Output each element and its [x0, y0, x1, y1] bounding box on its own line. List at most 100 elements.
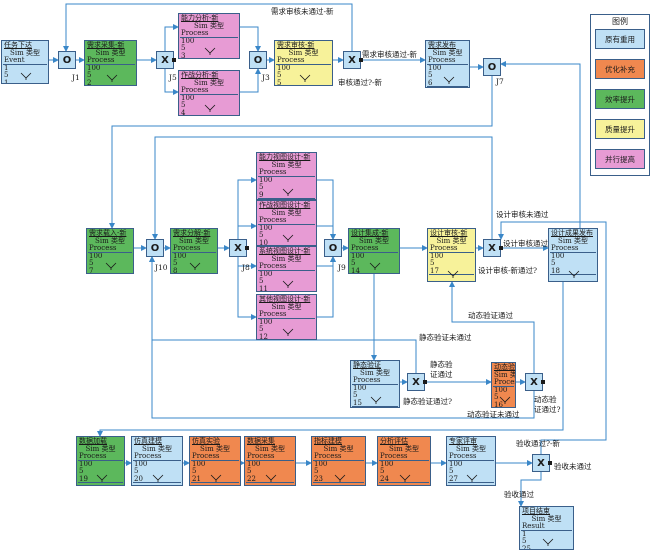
gate-j9[interactable]: O [324, 239, 342, 257]
node-corner-icon [299, 74, 310, 82]
edge-label-static-verify-fail: 静态验证未通过 [419, 333, 472, 342]
gate-design-review[interactable]: X [483, 239, 503, 257]
edge-label-req-review-fail: 需求审核未通过-新 [271, 7, 334, 16]
node-ops-analysis[interactable]: 作战分析-新 Sim 类型 Process 100 5 4 [178, 70, 240, 116]
node-data-collect[interactable]: 数据采集 Sim 类型 Process 100 5 22 [244, 436, 296, 486]
node-req-decomp[interactable]: 需求分解-新 Sim 类型 Process 100 5 8 [170, 228, 218, 274]
edge-label-design-review-pass: 设计审核通过 [503, 239, 548, 248]
legend-item-parallel: 并行提高 [595, 149, 645, 169]
node-corner-icon [265, 474, 277, 482]
gate-j7[interactable]: O [483, 58, 501, 76]
node-corner-icon [542, 538, 553, 546]
legend-title: 图例 [612, 17, 628, 26]
gate-dot-icon [172, 58, 176, 62]
gate-dot-icon [423, 380, 427, 384]
node-corner-icon [152, 474, 164, 482]
node-cap-view-design[interactable]: 能力视图设计-新 Sim 类型 Process 100 5 9 [256, 152, 317, 200]
node-corner-icon [369, 262, 381, 270]
node-project-end[interactable]: 项目结束 Sim 类型 Result 1 5 25 [519, 506, 574, 550]
edge-label-dyn-verify-fail: 动态验证未通过 [467, 410, 520, 419]
node-corner-icon [370, 396, 382, 404]
edge-label-accept-fail: 验收未通过 [554, 462, 592, 471]
edge-label-static-verify-pass-a: 静态验 [430, 360, 453, 369]
node-task-issue[interactable]: 任务下达 Sim 类型 Event 1 5 1 [1, 40, 49, 84]
node-req-collect[interactable]: 需求采集-新 Sim 类型 Process 100 5 2 [84, 40, 137, 86]
gate-dot-icon [245, 246, 249, 250]
node-corner-icon [105, 262, 117, 270]
node-corner-icon [334, 474, 345, 482]
edge-label-req-review-q: 审核通过?-新 [338, 78, 383, 87]
edge-label-static-verify-pass-b: 证通过 [430, 370, 453, 379]
node-ops-view-design[interactable]: 作战视图设计-新 Sim 类型 Process 100 5 10 [256, 200, 317, 246]
node-expert-review[interactable]: 专家评审 Sim 类型 Process 100 5 27 [446, 436, 496, 486]
node-design-review[interactable]: 设计审核-新 Sim 类型 Process 100 5 17 [427, 228, 476, 282]
node-corner-icon [189, 262, 201, 270]
node-corner-icon [204, 104, 216, 112]
legend-item-reuse: 原有重用 [595, 29, 645, 49]
edge-label-design-review-q: 设计审核-新通过? [478, 266, 538, 275]
node-req-publish[interactable]: 需求发布 Sim 类型 Process 100 5 6 [425, 40, 470, 88]
node-corner-icon [282, 234, 293, 242]
node-corner-icon [568, 270, 580, 278]
gate-j8[interactable]: X [229, 239, 249, 257]
node-design-integration[interactable]: 设计集成-新 Sim 类型 Process 100 5 14 [348, 228, 400, 274]
gate-label-j7: J7 [496, 77, 504, 86]
node-sys-view-design[interactable]: 系统视图设计-新 Sim 类型 Process 100 5 11 [256, 246, 317, 292]
gate-req-review[interactable]: X [343, 51, 363, 69]
gate-label-j1: J1 [72, 73, 80, 82]
edge-label-req-review-pass: 需求审核通过-新 [362, 50, 418, 59]
gate-static-verify[interactable]: X [407, 373, 427, 391]
gate-label-j8: J8 [242, 263, 250, 272]
gate-j10[interactable]: O [146, 239, 164, 257]
node-corner-icon [399, 474, 411, 482]
node-other-view-design[interactable]: 其他视图设计-新 Sim 类型 Process 100 5 12 [256, 294, 317, 340]
gate-j1[interactable]: O [58, 51, 76, 69]
node-data-load[interactable]: 数据加载 Sim 类型 Process 100 5 19 [76, 436, 125, 486]
legend: 图例 原有重用 优化补充 效率提升 质量提升 并行提高 [590, 14, 650, 176]
node-corner-icon [282, 328, 293, 336]
node-req-import[interactable]: 需求载入-新 Sim 类型 Process 100 5 7 [86, 228, 134, 274]
node-index-modeling[interactable]: 指标建模 Sim 类型 Process 100 5 23 [311, 436, 366, 486]
legend-item-optimize: 优化补充 [595, 59, 645, 79]
node-corner-icon [20, 72, 32, 80]
node-corner-icon [466, 474, 478, 482]
gate-j3[interactable]: O [249, 51, 267, 69]
node-corner-icon [96, 474, 107, 482]
node-corner-icon [106, 74, 117, 82]
gate-j5[interactable]: X [156, 51, 176, 69]
node-corner-icon [282, 280, 293, 288]
legend-item-quality: 质量提升 [595, 119, 645, 139]
node-corner-icon [210, 474, 222, 482]
node-sim-experiment[interactable]: 仿真实验 Sim 类型 Process 100 5 21 [189, 436, 241, 486]
edge-label-dyn-verify-q-b: 证通过? [534, 405, 561, 414]
node-analysis-eval[interactable]: 分析评估 Sim 类型 Process 100 5 24 [377, 436, 431, 486]
legend-item-efficiency: 效率提升 [595, 89, 645, 109]
edge-label-static-verify-q: 静态验证通过? [403, 397, 453, 406]
edge-label-accept-pass: 验收通过 [504, 490, 534, 499]
node-dynamic-verify[interactable]: 动态验证 Sim 类型 Process 100 5 16 [491, 362, 516, 408]
gate-label-j3: J3 [262, 73, 270, 82]
gate-dynamic-verify[interactable]: X [525, 373, 545, 391]
node-static-verify[interactable]: 静态验证 Sim 类型 Process 100 5 15 [350, 360, 400, 408]
node-corner-icon [282, 188, 293, 196]
gate-label-j9: J9 [338, 263, 346, 272]
gate-dot-icon [541, 380, 545, 384]
node-sim-modeling[interactable]: 仿真建模 Sim 类型 Process 100 5 20 [131, 436, 183, 486]
gate-label-j5: J5 [169, 73, 177, 82]
node-corner-icon [204, 47, 216, 55]
edge-label-dyn-verify-pass: 动态验证通过 [468, 311, 513, 320]
gate-label-j10: J10 [155, 263, 168, 272]
gate-dot-icon [548, 461, 552, 465]
node-corner-icon [443, 76, 454, 84]
edge-label-dyn-verify-q-a: 动态验 [534, 395, 557, 404]
edge-label-design-review-fail: 设计审核未通过 [496, 210, 549, 219]
node-design-publish[interactable]: 设计成果发布 Sim 类型 Process 100 5 18 [548, 228, 598, 282]
edge-label-accept-q: 验收通过?-新 [516, 439, 561, 448]
gate-acceptance[interactable]: X [532, 454, 552, 472]
node-corner-icon [499, 396, 510, 404]
node-req-review[interactable]: 需求审核-新 Sim 类型 Process 100 5 5 [274, 40, 333, 86]
gate-dot-icon [359, 58, 363, 62]
node-cap-analysis[interactable]: 能力分析-新 Sim 类型 Process 100 5 3 [178, 13, 240, 59]
